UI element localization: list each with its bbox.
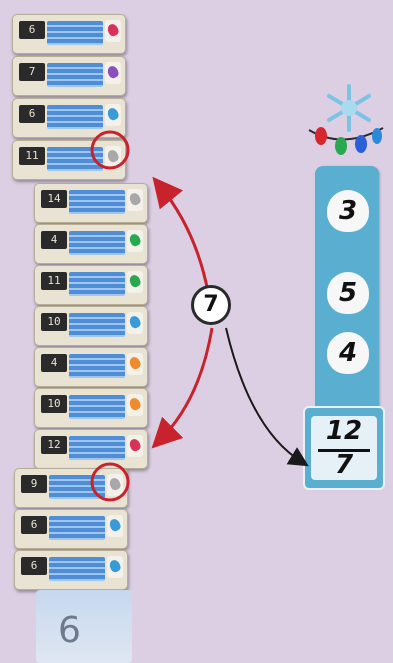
snowflake-lights-icon <box>308 84 384 155</box>
card-stripes <box>49 557 105 581</box>
card: 11 <box>12 140 126 180</box>
highlight-circle-bottom <box>90 462 130 502</box>
card-number: 6 <box>19 105 45 123</box>
card: 7 <box>12 56 126 96</box>
card: 11 <box>34 265 148 305</box>
gray-piece-icon <box>107 474 123 496</box>
blue-piece-icon <box>107 515 123 537</box>
purple-piece-icon <box>105 62 121 84</box>
card-number: 12 <box>41 436 67 454</box>
red-arrow-up <box>152 176 210 293</box>
deck-bottom-number: 6 <box>58 610 81 651</box>
blue-piece-icon <box>127 312 143 334</box>
card-number: 11 <box>19 147 45 165</box>
gray-piece-icon <box>105 146 121 168</box>
card-stripes <box>47 21 103 45</box>
fraction-bar <box>318 449 370 452</box>
gray-piece-icon <box>127 189 143 211</box>
card-number: 10 <box>41 313 67 331</box>
green-piece-icon <box>127 230 143 252</box>
card-number: 4 <box>41 231 67 249</box>
count-badge: 7 <box>191 285 231 325</box>
value-bubble: 5 <box>327 272 369 314</box>
card: 4 <box>34 347 148 387</box>
card-stripes <box>69 354 125 378</box>
card-stripes <box>47 105 103 129</box>
card-number: 11 <box>41 272 67 290</box>
score-panel: 3 5 4 12 7 <box>303 80 385 490</box>
card-stripes <box>47 63 103 87</box>
value-bubble: 3 <box>327 190 369 232</box>
card-number: 6 <box>19 21 45 39</box>
deck-bottom-card: 6 <box>36 590 132 663</box>
fraction-numerator: 12 <box>325 416 363 446</box>
card-number: 7 <box>19 63 45 81</box>
orange-piece-icon <box>127 353 143 375</box>
card: 6 <box>14 550 128 590</box>
card: 10 <box>34 306 148 346</box>
fraction-denominator: 7 <box>334 450 354 480</box>
card: 6 <box>12 14 126 54</box>
card-number: 9 <box>21 475 47 493</box>
card-number: 4 <box>41 354 67 372</box>
card: 14 <box>34 183 148 223</box>
highlight-circle-top <box>90 130 130 170</box>
card-stripes <box>69 395 125 419</box>
card-stripes <box>69 190 125 214</box>
card: 12 <box>34 429 148 469</box>
card: 10 <box>34 388 148 428</box>
card: 6 <box>14 509 128 549</box>
card-stripes <box>69 272 125 296</box>
red-arrow-down <box>151 327 214 449</box>
card: 4 <box>34 224 148 264</box>
card-number: 10 <box>41 395 67 413</box>
blue-piece-icon <box>107 556 123 578</box>
value-bubble: 4 <box>327 332 369 374</box>
card-stripes <box>49 516 105 540</box>
black-arrow <box>225 327 309 467</box>
heart-piece-icon <box>105 20 121 42</box>
card-stripes <box>69 436 125 460</box>
orange-piece-icon <box>127 394 143 416</box>
card-number: 6 <box>21 557 47 575</box>
card-stripes <box>69 313 125 337</box>
card-stripes <box>69 231 125 255</box>
green-piece-icon <box>127 271 143 293</box>
card-number: 14 <box>41 190 67 208</box>
fraction-tile: 12 7 <box>303 406 385 490</box>
card-number: 6 <box>21 516 47 534</box>
heart-piece-icon <box>127 435 143 457</box>
blue-piece-icon <box>105 104 121 126</box>
